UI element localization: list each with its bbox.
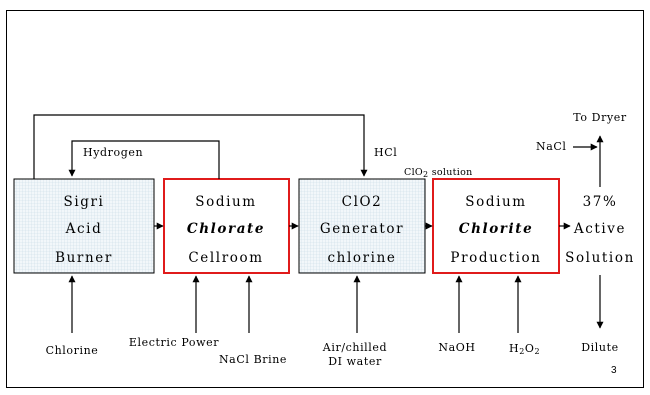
chlorite-line-2: Chlorite: [459, 221, 534, 237]
hcl-loop-line: [33, 114, 368, 179]
generator-line-1: ClO2: [342, 194, 383, 210]
h2o2-part-h: H: [509, 342, 519, 355]
chlorate-line-1: Sodium: [195, 194, 256, 210]
air-chilled-label-2: DI water: [328, 355, 382, 368]
burner-line-3: Burner: [55, 250, 113, 266]
generator-line-3: chlorine: [328, 250, 397, 266]
output-line-2: Active: [573, 221, 626, 237]
h2o2-subscript-1: 2: [519, 347, 525, 356]
output-line-3: Solution: [565, 250, 635, 266]
to-dryer-label: To Dryer: [573, 111, 627, 124]
process-flow-diagram: Sigri Acid Burner Sodium Chlorate Cellro…: [13, 111, 635, 376]
electric-power-label: Electric Power: [129, 336, 219, 349]
clo2-solution-part-a: ClO: [404, 167, 423, 178]
chlorine-label: Chlorine: [46, 344, 99, 357]
nacl-brine-label: NaCl Brine: [219, 353, 287, 366]
naoh-label: NaOH: [438, 341, 475, 354]
hydrogen-loop-line: [68, 140, 220, 179]
output-line-1: 37%: [583, 194, 618, 210]
sodium-chlorate-cellroom-box: [163, 178, 290, 274]
clo2-solution-part-b: solution: [428, 167, 472, 178]
air-chilled-label-1: Air/chilled: [322, 341, 387, 354]
clo2-generator-box: [298, 178, 426, 274]
clo2-solution-label: ClO2 solution: [404, 167, 473, 179]
burner-line-1: Sigri: [64, 194, 105, 210]
hcl-label: HCl: [374, 146, 397, 159]
h2o2-part-o: O: [525, 342, 535, 355]
h2o2-subscript-2: 2: [535, 347, 541, 356]
dilute-label: Dilute: [581, 341, 618, 354]
nacl-label: NaCl: [536, 140, 567, 153]
page-number: 3: [611, 365, 617, 376]
chlorate-line-3: Cellroom: [188, 250, 263, 266]
chlorate-line-2: Chlorate: [187, 221, 265, 237]
burner-line-2: Acid: [65, 221, 103, 237]
chlorite-line-1: Sodium: [465, 194, 526, 210]
chlorite-line-3: Production: [450, 250, 541, 266]
hydrogen-label: Hydrogen: [83, 146, 143, 159]
sigri-acid-burner-box: [13, 178, 155, 274]
generator-line-2: Generator: [320, 221, 404, 237]
clo2-solution-subscript: 2: [423, 170, 428, 179]
slide: Sigri Acid Burner Sodium Chlorate Cellro…: [6, 10, 644, 388]
h2o2-label: H2O2: [509, 342, 540, 356]
